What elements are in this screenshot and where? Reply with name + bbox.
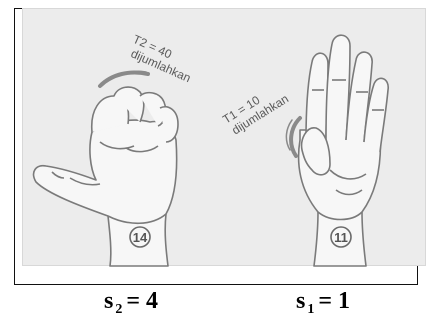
left-hand-thumb-out <box>34 87 178 266</box>
right-step-badge: 11 <box>331 227 351 247</box>
caption-left-var: s <box>104 288 113 314</box>
left-motion-arcs <box>100 71 148 86</box>
caption-left-value: = 4 <box>126 288 158 314</box>
right-motion-arcs <box>286 118 300 156</box>
right-badge-number: 11 <box>334 230 348 245</box>
left-badge-number: 14 <box>133 230 148 245</box>
caption-s2: s2= 4 <box>104 289 158 313</box>
caption-right-value: = 1 <box>318 288 350 314</box>
caption-left-subscript: 2 <box>115 302 122 317</box>
caption-right-var: s <box>296 288 305 314</box>
caption-s1: s1= 1 <box>296 289 350 313</box>
caption-right-subscript: 1 <box>307 302 314 317</box>
left-step-badge: 14 <box>130 227 150 247</box>
left-annotation: T2 = 40 dijumlahkan <box>125 32 199 85</box>
right-annotation: T1 = 10 dijumlahkan <box>220 80 291 139</box>
